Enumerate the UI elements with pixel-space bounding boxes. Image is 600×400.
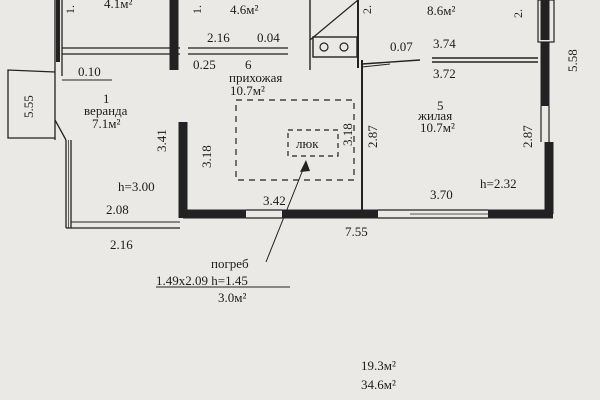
dim-7-55: 7.55 [345,224,368,239]
hatch-outline [287,129,339,157]
top-mid-room-area: 4.6м² [230,2,259,17]
dim-3-42: 3.42 [263,193,286,208]
dim-3-18-left: 3.18 [199,145,214,168]
dim-5-58: 5.58 [565,49,580,72]
dim-3-41: 3.41 [154,129,169,152]
dim-h-3-00: h=3.00 [118,179,155,194]
dim-0-04: 0.04 [257,30,280,45]
dim-top-mid-partial: 1. [190,5,204,14]
dim-2-08: 2.08 [106,202,129,217]
living-name: жилая [418,108,453,123]
stove [312,36,358,58]
top-left-room-area: 4.1м² [104,0,133,11]
hatch-label: люк [296,136,319,151]
veranda-annex-outline [7,69,56,139]
cellar-leader [265,161,307,263]
dim-2-16-bottom: 2.16 [110,237,133,252]
dim-3-18-right: 3.18 [340,123,355,146]
dim-3-74: 3.74 [433,36,456,51]
dim-2-87-right: 2.87 [520,125,535,148]
cellar-area: 3.0м² [218,290,247,305]
living-area: 10.7м² [420,120,455,135]
stair-diagonal [309,0,359,41]
veranda-name: веранда [84,103,128,118]
dim-leader-0-07 [361,63,391,68]
dim-h-2-32: h=2.32 [480,176,517,191]
dim-5-55: 5.55 [21,95,36,118]
veranda-slant [54,119,67,141]
living-top-partition [361,59,421,65]
living-number: 5 [437,98,444,113]
dim-top-far-right-partial: 2. [511,9,525,18]
hall-number: 6 [245,57,252,72]
dim-3-72: 3.72 [433,66,456,81]
cellar-leader-arrow [300,160,310,172]
stove-burner-2 [339,42,349,52]
dim-2-87-mid: 2.87 [365,125,380,148]
dim-0-10: 0.10 [78,64,101,79]
total-area-1: 19.3м² [361,358,396,373]
cellar-dims: 1.49x2.09 h=1.45 [156,273,248,288]
dim-2-16-top: 2.16 [207,30,230,45]
veranda-area: 7.1м² [92,116,121,131]
stove-burner-1 [319,42,329,52]
dim-0-25: 0.25 [193,57,216,72]
total-area-2: 34.6м² [361,377,396,392]
dim-0-07: 0.07 [390,39,413,54]
hall-name: прихожая [229,70,283,85]
cellar-outline [235,99,355,181]
cellar-title: погреб [211,256,249,271]
dim-3-70: 3.70 [430,187,453,202]
veranda-number: 1 [103,91,110,106]
dim-top-left-partial: 1. [63,5,77,14]
hall-area: 10.7м² [230,83,265,98]
top-right-room-area: 8.6м² [427,3,456,18]
dim-top-right-partial: 2. [360,5,374,14]
